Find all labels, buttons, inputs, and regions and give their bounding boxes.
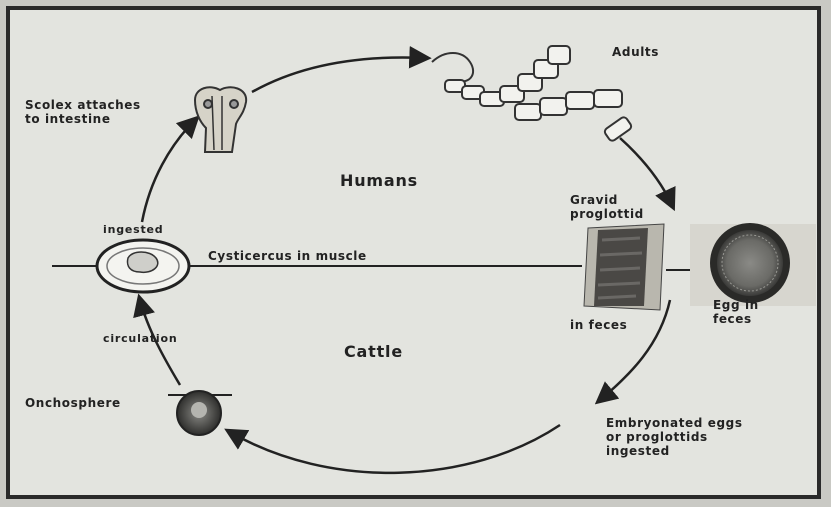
arrow-ingested-to-scolex <box>142 120 195 222</box>
humans-label: Humans <box>340 174 418 188</box>
arrow-scolex-to-adults <box>252 57 425 92</box>
in-feces-label: in feces <box>570 318 627 332</box>
gravid-proglottid-label: Gravid proglottid <box>570 193 644 221</box>
embryonated-label: Embryonated eggs or proglottids ingested <box>606 416 743 458</box>
arrow-embryonated-to-onchosphere <box>230 425 560 473</box>
egg-in-feces-label: Egg in feces <box>713 298 759 326</box>
adult-tapeworm-icon <box>432 46 633 142</box>
cysticercus-label: Cysticercus in muscle <box>208 249 367 263</box>
onchosphere-label: Onchosphere <box>25 396 121 410</box>
gravid-proglottid-image <box>584 224 664 310</box>
arrow-feces-to-embryonated <box>600 300 670 400</box>
scolex-icon <box>195 87 246 152</box>
onchosphere-icon <box>168 391 232 435</box>
egg-image <box>690 223 816 306</box>
adults-label: Adults <box>612 45 659 59</box>
cattle-label: Cattle <box>344 345 403 359</box>
circulation-label: circulation <box>103 332 177 346</box>
ingested-label: ingested <box>103 223 163 237</box>
scolex-label: Scolex attaches to intestine <box>25 98 141 126</box>
cysticercus-icon <box>97 240 189 292</box>
